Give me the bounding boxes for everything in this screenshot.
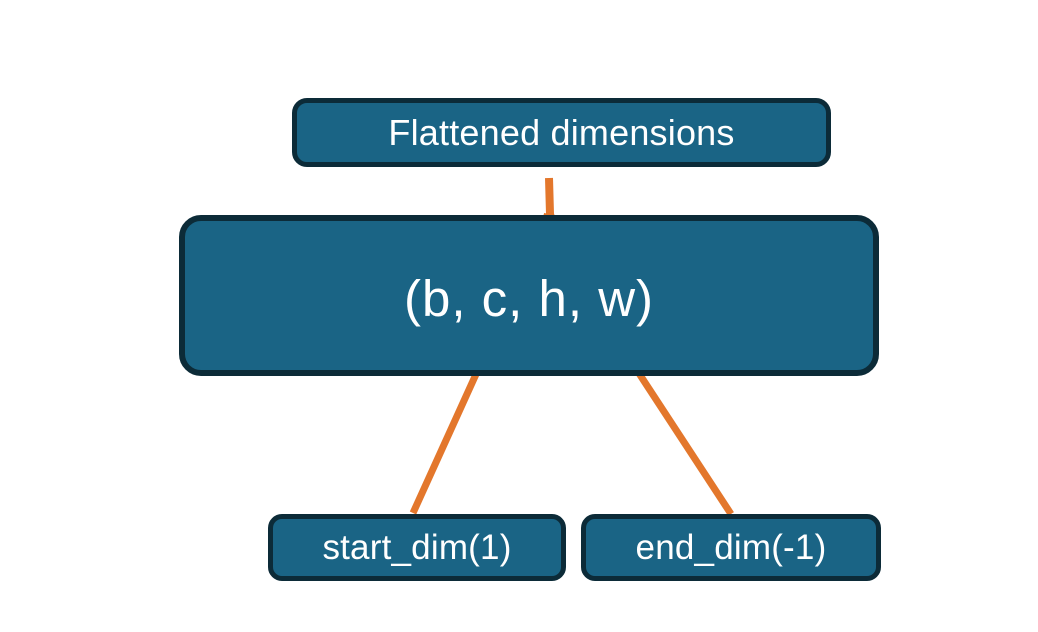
tensor-shape-tuple-label: (b, c, h, w) — [403, 270, 655, 327]
start-dim-label: start_dim(1) — [322, 528, 512, 567]
end-dim-box[interactable]: end_dim(-1) — [581, 514, 881, 581]
start-dim-box[interactable]: start_dim(1) — [268, 514, 566, 581]
tensor-shape-tuple-box[interactable]: (b, c, h, w) — [179, 215, 879, 376]
flattened-dimensions-box[interactable]: Flattened dimensions — [292, 98, 831, 167]
end-dim-label: end_dim(-1) — [635, 528, 827, 567]
flattened-dimensions-label: Flattened dimensions — [388, 111, 735, 153]
